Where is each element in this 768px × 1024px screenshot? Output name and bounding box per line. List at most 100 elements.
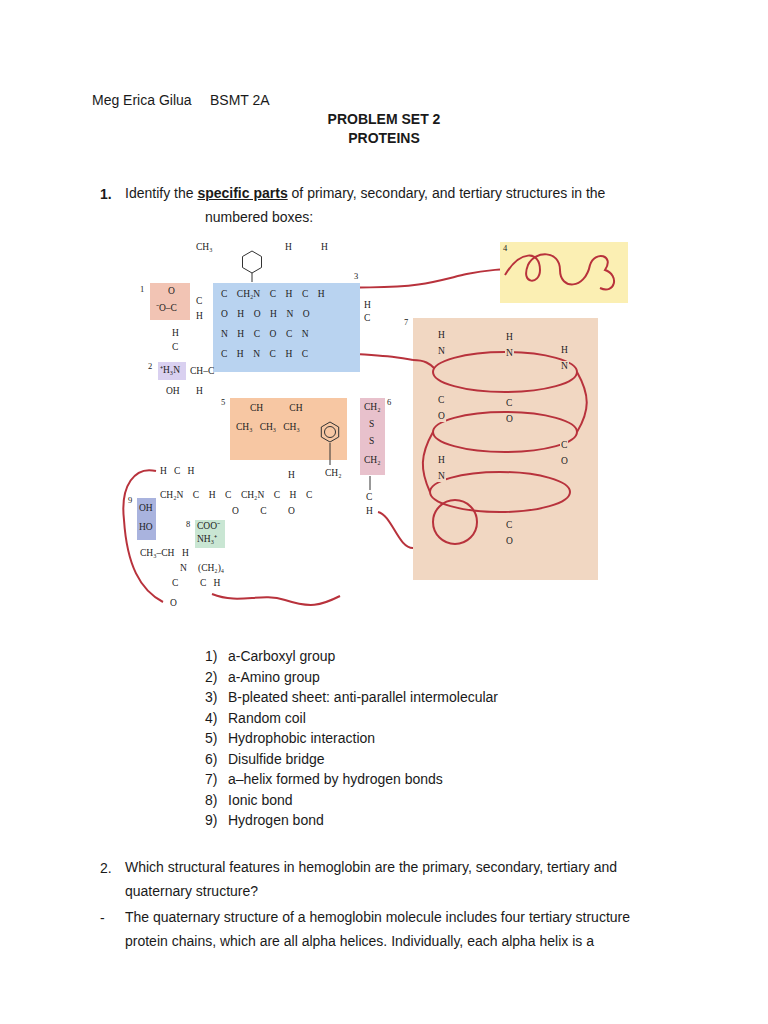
- callout-number: 5: [221, 398, 225, 408]
- atom-label: OH: [166, 386, 180, 397]
- atom-label: CH–C: [190, 366, 214, 377]
- atom-label: O: [168, 286, 175, 297]
- structure-box: 8COO⁻NH₃⁺: [195, 520, 225, 548]
- callout-number: 2: [148, 362, 152, 372]
- heading: PROBLEM SET 2: [328, 111, 441, 127]
- atom-label: H: [196, 386, 203, 397]
- author-name: Meg Erica Gilua: [92, 92, 192, 108]
- atom-label: C: [366, 492, 372, 503]
- callout-number: 8: [186, 520, 190, 530]
- atom-label: S: [369, 436, 374, 447]
- atom-label: C: [505, 520, 513, 531]
- list-number: 4): [205, 710, 217, 726]
- atom-label: N: [560, 361, 569, 372]
- callout-number: 7: [404, 318, 408, 328]
- helix-strand: [413, 360, 434, 368]
- random-coil: [505, 254, 614, 289]
- atom-label: O: [560, 456, 569, 467]
- chain-line: [212, 594, 340, 605]
- helix-strand: [577, 372, 587, 432]
- atom-label: H: [172, 328, 179, 339]
- atom-label: CH₂: [364, 455, 381, 466]
- bond-line: [370, 476, 371, 490]
- question-text: Which structural features in hemoglobin …: [125, 859, 617, 899]
- atom-label: N: [180, 563, 187, 574]
- answer-text: The quaternary structure of a hemoglobin…: [125, 909, 630, 949]
- atom-label: ⁺H₃N: [160, 365, 180, 376]
- list-item: Hydrophobic interaction: [228, 730, 375, 746]
- list-number: 2): [205, 669, 217, 685]
- list-item: a–helix formed by hydrogen bonds: [228, 771, 443, 787]
- atom-label: COO⁻: [197, 521, 220, 532]
- class-section: BSMT 2A: [210, 92, 270, 108]
- atom-label: O: [505, 414, 514, 425]
- ring-circle: [325, 427, 336, 438]
- atom-label: H: [285, 242, 292, 253]
- atom-label: NH₃⁺: [197, 534, 217, 545]
- question-text: Identify the: [125, 185, 194, 201]
- list-number: 9): [205, 812, 217, 828]
- list-item: Ionic bond: [228, 792, 293, 808]
- question-number: 2.: [100, 860, 112, 876]
- callout-number: 6: [387, 398, 391, 408]
- atom-label: O H O H N O: [221, 309, 310, 320]
- structure-box: 7HNCOHNCOHNCOHNCO: [413, 318, 598, 580]
- atom-label: HO: [139, 522, 153, 533]
- atom-label: CH CH: [250, 403, 303, 414]
- helix-strand: [423, 432, 433, 492]
- bond-line: [252, 273, 253, 282]
- helix-turn: [433, 352, 577, 392]
- atom-label: H: [366, 506, 373, 517]
- atom-label: O: [437, 411, 446, 422]
- atom-label: H: [196, 311, 203, 322]
- atom-label: N: [437, 346, 446, 357]
- list-item: Hydrogen bond: [228, 812, 324, 828]
- chain-connector: [360, 354, 413, 360]
- atom-label: O: [170, 598, 177, 609]
- paragraph: Identify thespecific partsof primary, se…: [205, 181, 650, 229]
- atom-label: H C H: [160, 466, 194, 477]
- atom-label: C: [364, 313, 370, 324]
- bond-line: [330, 443, 331, 465]
- atom-label: CH₃–CH: [140, 548, 174, 559]
- list-number: 3): [205, 689, 217, 705]
- atom-label: C: [172, 578, 178, 589]
- callout-number: 4: [503, 244, 507, 254]
- atom-label: C: [437, 395, 445, 406]
- atom-label: C: [505, 398, 513, 409]
- list-number: 6): [205, 751, 217, 767]
- chain-line: [378, 512, 413, 548]
- structure-box: 4: [500, 242, 628, 303]
- atom-label: C H: [200, 578, 220, 589]
- atom-label: OH: [139, 503, 153, 514]
- atom-label: H: [288, 470, 295, 481]
- list-item: a-Amino group: [228, 669, 320, 685]
- atom-label: H: [560, 345, 569, 356]
- atom-label: N H C O C N: [221, 329, 309, 340]
- structure-box: 3C CH₂N C H C HO H O H N ON H C O C NC H…: [213, 283, 360, 372]
- list-item: Disulfide bridge: [228, 751, 325, 767]
- benzene-ring: [321, 422, 338, 442]
- structure-box: 1O⁻O–C: [150, 283, 190, 320]
- atom-label: ⁻O–C: [156, 303, 177, 314]
- list-item: a-Carboxyl group: [228, 648, 335, 664]
- atom-label: H: [182, 548, 189, 559]
- atom-label: H: [505, 332, 514, 343]
- helix-turn: [430, 472, 570, 512]
- atom-label: C: [560, 440, 568, 451]
- structure-box: 9OHHO: [137, 498, 156, 540]
- atom-label: CH₃: [196, 242, 213, 253]
- answer-dash: -: [100, 910, 105, 926]
- benzene-ring: [243, 251, 262, 273]
- atom-label: O: [505, 536, 514, 547]
- paragraph: Which structural features in hemoglobin …: [125, 855, 665, 903]
- atom-label: CH₂: [325, 468, 342, 479]
- atom-label: CH₃ CH₃ CH₃: [236, 422, 300, 433]
- atom-label: H: [437, 455, 446, 466]
- atom-label: C: [172, 342, 178, 353]
- atom-label: O C O: [232, 506, 295, 517]
- heading: PROTEINS: [348, 130, 420, 146]
- list-number: 1): [205, 648, 217, 664]
- helix-loop: [433, 500, 477, 544]
- callout-number: 3: [354, 272, 358, 282]
